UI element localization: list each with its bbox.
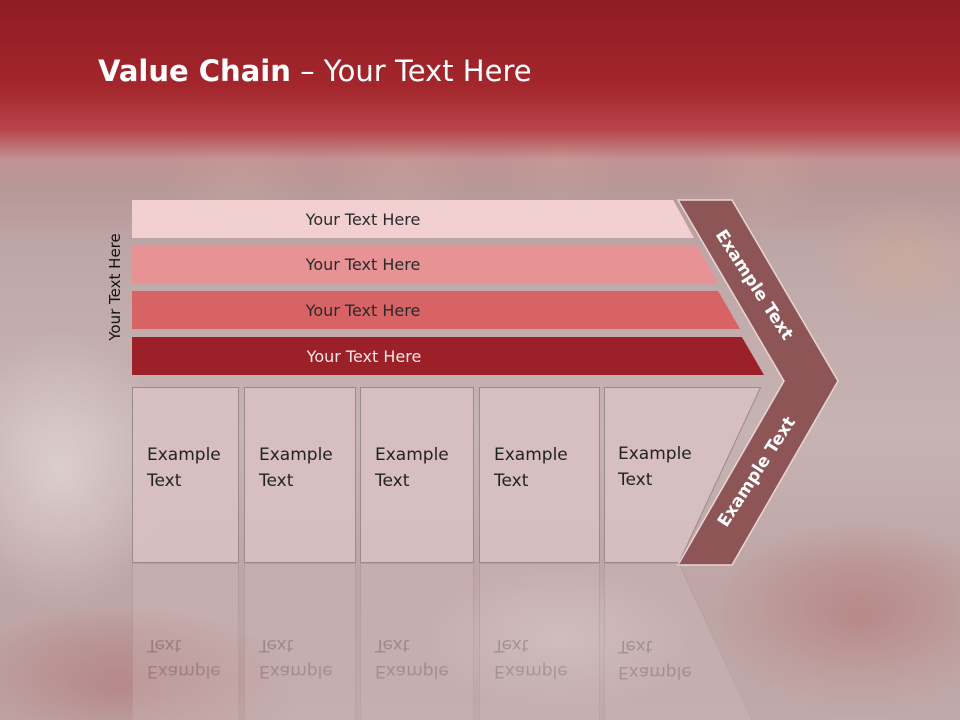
box-1-line2: Text bbox=[147, 471, 182, 491]
slide-title: Value Chain – Your Text Here bbox=[98, 54, 532, 88]
box-3-line2: Text bbox=[375, 471, 410, 491]
chevron-arrow[interactable] bbox=[670, 195, 845, 570]
title-rest: – Your Text Here bbox=[290, 54, 532, 88]
title-bold: Value Chain bbox=[98, 54, 291, 88]
box-1-line1: Example bbox=[147, 445, 221, 465]
box-5-line2: Text bbox=[618, 470, 653, 490]
band-4[interactable]: Your Text Here bbox=[132, 337, 764, 375]
band-3[interactable]: Your Text Here bbox=[132, 291, 740, 329]
band-3-label: Your Text Here bbox=[305, 300, 421, 320]
box-2-line1: Example bbox=[259, 445, 333, 465]
box-3-line1: Example bbox=[375, 445, 449, 465]
band-1-label: Your Text Here bbox=[305, 209, 421, 229]
band-1[interactable]: Your Text Here bbox=[132, 200, 694, 238]
box-4-line1: Example bbox=[494, 445, 568, 465]
side-label: Your Text Here bbox=[106, 233, 124, 341]
band-2[interactable]: Your Text Here bbox=[132, 245, 718, 283]
header-band bbox=[0, 0, 960, 190]
box-2-line2: Text bbox=[259, 471, 294, 491]
box-4-line2: Text bbox=[494, 471, 529, 491]
band-2-label: Your Text Here bbox=[305, 254, 421, 274]
box-5-line1: Example bbox=[618, 444, 692, 464]
band-4-label: Your Text Here bbox=[306, 346, 422, 366]
